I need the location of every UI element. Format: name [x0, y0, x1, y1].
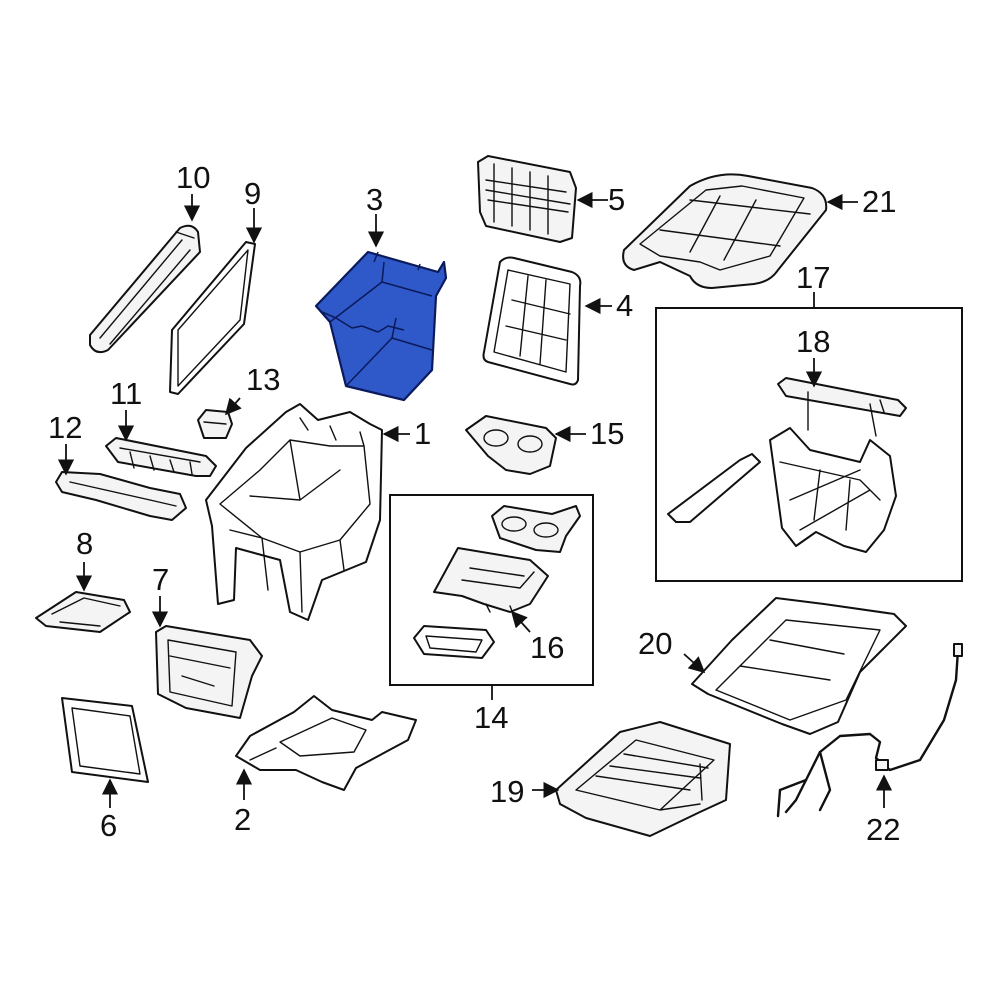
callout-5[interactable]: 5 — [608, 182, 625, 217]
leader-lines — [57, 191, 893, 808]
callout-17[interactable]: 17 — [796, 260, 830, 295]
callout-4[interactable]: 4 — [616, 288, 633, 323]
part-18-rail[interactable] — [777, 377, 907, 437]
part-1-console-base[interactable] — [205, 403, 383, 621]
callout-21[interactable]: 21 — [862, 184, 896, 219]
callout-labels: 10 9 3 5 21 4 17 18 13 11 12 1 15 8 7 16… — [48, 160, 900, 847]
callout-8[interactable]: 8 — [76, 526, 93, 561]
callout-11[interactable]: 11 — [110, 376, 142, 411]
callout-15[interactable]: 15 — [590, 416, 624, 451]
part-19-cooler-unit[interactable] — [555, 721, 731, 837]
callout-14[interactable]: 14 — [474, 700, 508, 735]
part-7-module[interactable] — [155, 625, 263, 719]
part-15-cup-holder[interactable] — [465, 415, 557, 475]
part-10-trim-strip[interactable] — [89, 224, 201, 354]
callout-2[interactable]: 2 — [234, 802, 251, 837]
part-5-bracket[interactable] — [477, 155, 577, 243]
part-6-bezel-frame[interactable] — [61, 697, 149, 783]
part-20-tray[interactable] — [691, 597, 907, 735]
part-21-armrest-lid[interactable] — [622, 173, 828, 289]
callout-22[interactable]: 22 — [866, 812, 900, 847]
part-2-bracket-plate[interactable] — [235, 695, 417, 791]
callout-10[interactable]: 10 — [176, 160, 210, 195]
group-box-17 — [655, 307, 963, 582]
part-16-cup-holder-assembly[interactable] — [413, 505, 581, 659]
part-4-panel[interactable] — [482, 256, 582, 386]
part-3-storage-bin[interactable] — [314, 250, 448, 402]
callout-19[interactable]: 19 — [490, 774, 524, 809]
callout-6[interactable]: 6 — [100, 808, 117, 843]
part-22-wiring-harness[interactable] — [776, 643, 963, 818]
callout-13[interactable]: 13 — [246, 362, 280, 397]
callout-9[interactable]: 9 — [244, 176, 261, 211]
part-11-switch-bezel[interactable] — [105, 437, 217, 477]
callout-3[interactable]: 3 — [366, 182, 383, 217]
callout-7[interactable]: 7 — [152, 562, 169, 597]
callout-16[interactable]: 16 — [530, 630, 564, 665]
callout-20[interactable]: 20 — [638, 626, 672, 661]
part-8-lid[interactable] — [35, 591, 131, 633]
part-12-trim[interactable] — [55, 471, 187, 521]
callout-12[interactable]: 12 — [48, 410, 82, 445]
part-17-frame-assembly[interactable] — [667, 427, 897, 553]
callout-1[interactable]: 1 — [414, 416, 431, 451]
part-13-clip[interactable] — [197, 409, 233, 439]
callout-18[interactable]: 18 — [796, 324, 830, 359]
